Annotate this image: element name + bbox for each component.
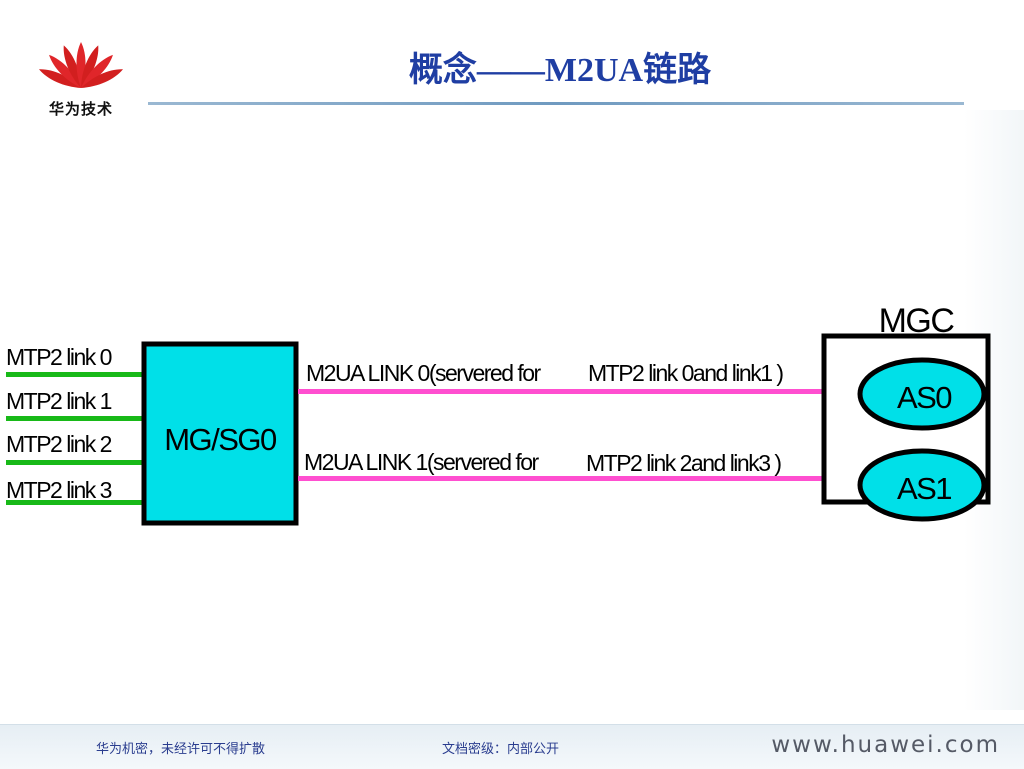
m2ua-link-1-name: M2UA LINK 1(servered for: [304, 449, 540, 475]
mg-sg-node: [141, 341, 299, 526]
mtp2-line-0: [6, 372, 144, 377]
mtp2-line-1: [6, 416, 144, 421]
footer-confidential: 华为机密，未经许可不得扩散: [96, 742, 266, 757]
mtp2-label-3: MTP2 link 3: [6, 477, 112, 503]
as1-node: [857, 448, 987, 522]
footer-classification: 文档密级：内部公开: [442, 742, 560, 757]
footer-bar: [0, 724, 1024, 769]
footer-url: www.huawei.com: [771, 732, 1000, 758]
as0-node: [857, 357, 987, 431]
logo-text: 华为技术: [48, 100, 113, 118]
mtp2-label-2: MTP2 link 2: [6, 431, 112, 457]
m2ua-link-1-detail: MTP2 link 2and link3 ): [586, 450, 781, 476]
mtp2-label-1: MTP2 link 1: [6, 388, 112, 414]
title-divider: [148, 102, 964, 105]
mtp2-label-0: MTP2 link 0: [6, 344, 112, 370]
as1-label: AS1: [897, 471, 951, 506]
m2ua-link-0-name: M2UA LINK 0(servered for: [306, 360, 542, 386]
mg-sg-label: MG/SG0: [164, 422, 277, 457]
page-title: 概念——M2UA链路: [408, 52, 712, 89]
m2ua-line-0: [298, 389, 854, 394]
huawei-logo-icon: [38, 42, 124, 88]
mtp2-line-2: [6, 460, 144, 465]
mtp2-line-3: [6, 500, 144, 505]
as0-label: AS0: [897, 380, 952, 415]
m2ua-line-1: [298, 476, 854, 481]
m2ua-link-0-detail: MTP2 link 0and link1 ): [588, 360, 783, 386]
